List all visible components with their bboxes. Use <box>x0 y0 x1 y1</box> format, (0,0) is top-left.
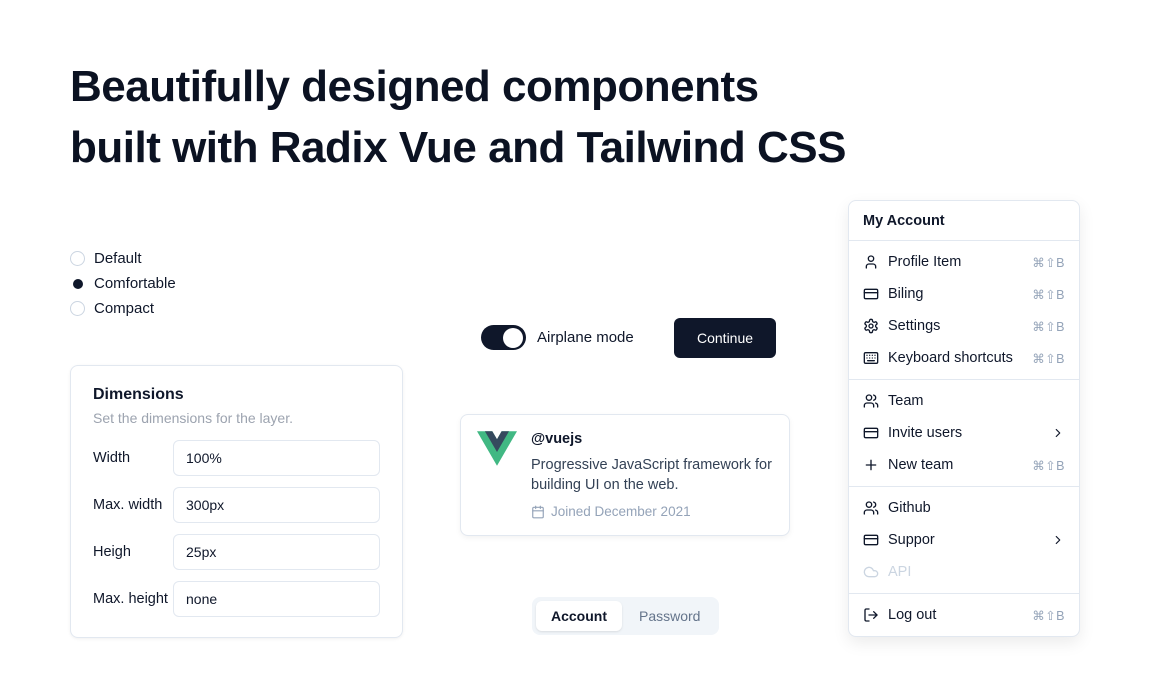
dimensions-title: Dimensions <box>93 386 184 403</box>
menu-item-api: API <box>853 556 1075 588</box>
user-icon <box>863 254 879 270</box>
tab-account[interactable]: Account <box>536 601 622 631</box>
dimensions-subtitle: Set the dimensions for the layer. <box>93 410 293 426</box>
field-row-max-width: Max. width <box>93 487 380 523</box>
menu-item-label: Log out <box>888 607 937 623</box>
account-dropdown-menu: My Account Profile Item ⌘⇧B Biling ⌘⇧B S… <box>848 200 1080 637</box>
menu-separator <box>849 379 1079 380</box>
continue-button[interactable]: Continue <box>674 318 777 358</box>
menu-item-label: API <box>888 564 912 580</box>
airplane-mode-switch[interactable] <box>481 325 526 350</box>
dimensions-fields: Width Max. width Heigh Max. height <box>93 440 380 617</box>
menu-item-label: Biling <box>888 286 924 302</box>
max-width-input[interactable] <box>173 487 380 523</box>
height-input[interactable] <box>173 534 380 570</box>
gear-icon <box>863 318 879 334</box>
menu-item-label: Keyboard shortcuts <box>888 350 1013 366</box>
menu-item-profile[interactable]: Profile Item ⌘⇧B <box>853 246 1075 278</box>
menu-group-team: Team Invite users New team ⌘⇧B <box>849 380 1079 486</box>
menu-item-team[interactable]: Team <box>853 385 1075 417</box>
plus-icon <box>863 457 879 473</box>
vuejs-joined-row: Joined December 2021 <box>531 504 773 519</box>
radio-icon[interactable] <box>70 301 85 316</box>
calendar-icon <box>531 505 545 519</box>
chevron-right-icon <box>1051 426 1065 440</box>
menu-item-github[interactable]: Github <box>853 492 1075 524</box>
width-input[interactable] <box>173 440 380 476</box>
menu-item-settings[interactable]: Settings ⌘⇧B <box>853 310 1075 342</box>
vuejs-joined-text: Joined December 2021 <box>551 504 691 519</box>
page-title-line1: Beautifully designed components <box>70 62 759 111</box>
menu-shortcut: ⌘⇧B <box>1032 319 1065 334</box>
cloud-icon <box>863 564 879 580</box>
menu-item-new-team[interactable]: New team ⌘⇧B <box>853 449 1075 481</box>
menu-group-support: Github Suppor API <box>849 487 1079 593</box>
invite-users-icon <box>863 425 879 441</box>
vuejs-handle: @vuejs <box>531 431 583 447</box>
vuejs-hover-card: @vuejs Progressive JavaScript framework … <box>460 414 790 536</box>
menu-item-label: New team <box>888 457 954 473</box>
menu-item-billing[interactable]: Biling ⌘⇧B <box>853 278 1075 310</box>
airplane-mode-label: Airplane mode <box>537 329 634 346</box>
menu-item-invite-users[interactable]: Invite users <box>853 417 1075 449</box>
height-label: Heigh <box>93 544 131 560</box>
radio-option-default[interactable]: Default <box>70 250 176 267</box>
radio-option-compact[interactable]: Compact <box>70 300 176 317</box>
spacing-radio-group: Default Comfortable Compact <box>70 250 176 317</box>
airplane-mode-row: Airplane mode <box>481 325 634 350</box>
radio-option-comfortable[interactable]: Comfortable <box>70 275 176 292</box>
account-tabs: Account Password <box>532 597 720 635</box>
vue-card-content: @vuejs Progressive JavaScript framework … <box>531 431 773 519</box>
radio-label: Compact <box>94 300 155 317</box>
radio-label: Default <box>94 250 142 267</box>
width-label: Width <box>93 450 131 466</box>
vuejs-logo-icon <box>477 431 517 519</box>
max-height-label: Max. height <box>93 591 168 607</box>
users-icon <box>863 393 879 409</box>
menu-item-label: Team <box>888 393 924 409</box>
vuejs-description: Progressive JavaScript framework for bui… <box>531 457 772 493</box>
max-height-input[interactable] <box>173 581 380 617</box>
menu-item-keyboard-shortcuts[interactable]: Keyboard shortcuts ⌘⇧B <box>853 342 1075 374</box>
credit-card-icon <box>863 286 879 302</box>
menu-shortcut: ⌘⇧B <box>1032 458 1065 473</box>
page-title: Beautifully designed components built wi… <box>70 56 847 178</box>
tab-password[interactable]: Password <box>639 608 701 624</box>
max-width-label: Max. width <box>93 497 163 513</box>
menu-shortcut: ⌘⇧B <box>1032 287 1065 302</box>
menu-item-label: Github <box>888 500 931 516</box>
menu-item-label: Invite users <box>888 425 963 441</box>
menu-group-profile: Profile Item ⌘⇧B Biling ⌘⇧B Settings ⌘⇧B… <box>849 241 1079 379</box>
field-row-width: Width <box>93 440 380 476</box>
log-out-icon <box>863 607 879 623</box>
dimensions-card: Dimensions Set the dimensions for the la… <box>70 365 403 638</box>
keyboard-icon <box>863 350 879 366</box>
radio-label: Comfortable <box>94 275 176 292</box>
menu-shortcut: ⌘⇧B <box>1032 255 1065 270</box>
menu-shortcut: ⌘⇧B <box>1032 608 1065 623</box>
chevron-right-icon <box>1051 533 1065 547</box>
menu-separator <box>849 593 1079 594</box>
switch-knob <box>503 327 523 348</box>
menu-item-support[interactable]: Suppor <box>853 524 1075 556</box>
menu-item-label: Profile Item <box>888 254 962 270</box>
page-title-line2: built with Radix Vue and Tailwind CSS <box>70 123 847 172</box>
menu-group-logout: Log out ⌘⇧B <box>849 594 1079 636</box>
menu-separator <box>849 240 1079 241</box>
menu-item-log-out[interactable]: Log out ⌘⇧B <box>853 599 1075 631</box>
github-icon <box>863 500 879 516</box>
field-row-height: Heigh <box>93 534 380 570</box>
menu-separator <box>849 486 1079 487</box>
menu-title: My Account <box>863 213 945 229</box>
support-icon <box>863 532 879 548</box>
menu-item-label: Suppor <box>888 532 935 548</box>
field-row-max-height: Max. height <box>93 581 380 617</box>
radio-icon[interactable] <box>70 251 85 266</box>
menu-item-label: Settings <box>888 318 941 334</box>
radio-selected-icon[interactable] <box>70 276 85 291</box>
menu-shortcut: ⌘⇧B <box>1032 351 1065 366</box>
